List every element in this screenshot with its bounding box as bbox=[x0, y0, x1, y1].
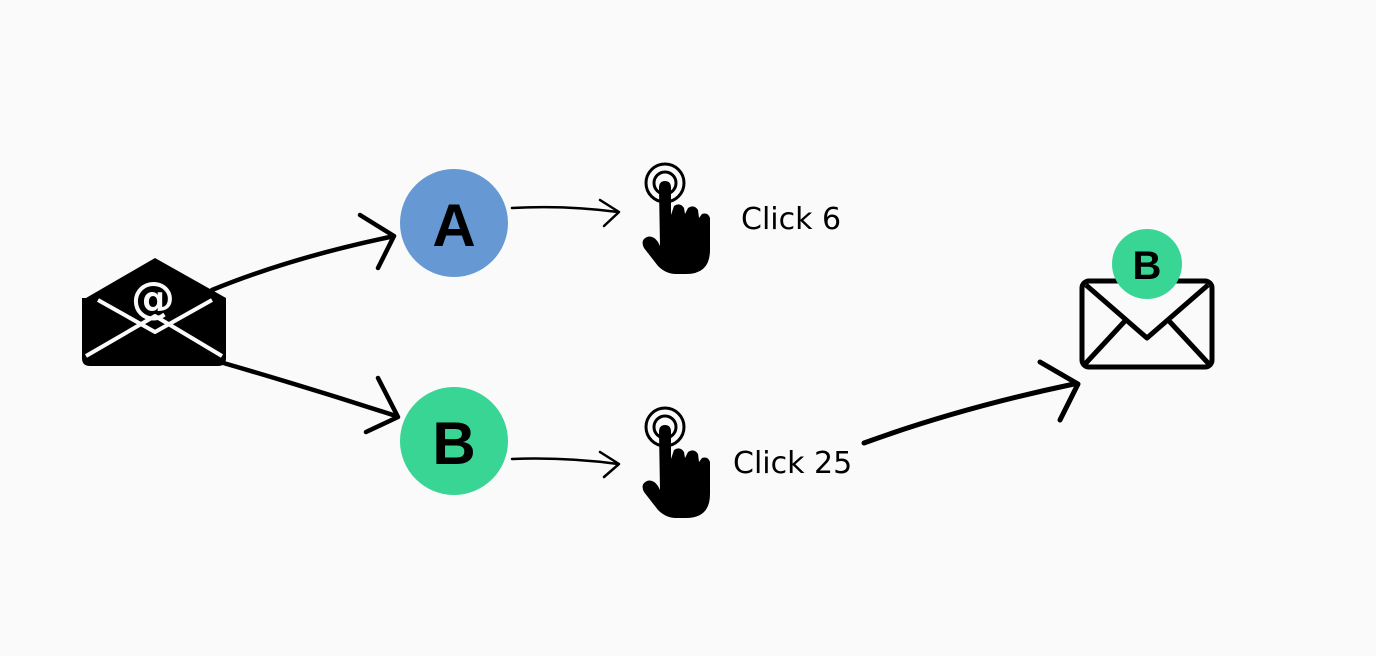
email-at-icon: @ bbox=[82, 258, 226, 366]
variant-b-node: B bbox=[400, 387, 508, 495]
winner-badge: B bbox=[1112, 229, 1182, 299]
winner-label: B bbox=[1133, 244, 1162, 288]
arrow-b-to-winner bbox=[861, 359, 1081, 446]
arrow-source-to-b bbox=[217, 359, 401, 435]
arrow-b-to-pointer bbox=[510, 450, 621, 479]
svg-text:@: @ bbox=[131, 273, 175, 324]
envelope-icon bbox=[1079, 278, 1215, 370]
variant-b-clicks: Click 25 bbox=[733, 446, 853, 481]
arrow-source-to-a bbox=[209, 212, 397, 293]
tap-pointer-icon bbox=[642, 406, 710, 518]
variant-a-clicks: Click 6 bbox=[741, 202, 842, 237]
variant-a-node: A bbox=[400, 169, 508, 277]
tap-pointer-icon bbox=[642, 162, 710, 274]
variant-a-label: A bbox=[432, 192, 475, 259]
variant-b-label: B bbox=[432, 410, 475, 477]
arrow-a-to-pointer bbox=[510, 198, 621, 228]
